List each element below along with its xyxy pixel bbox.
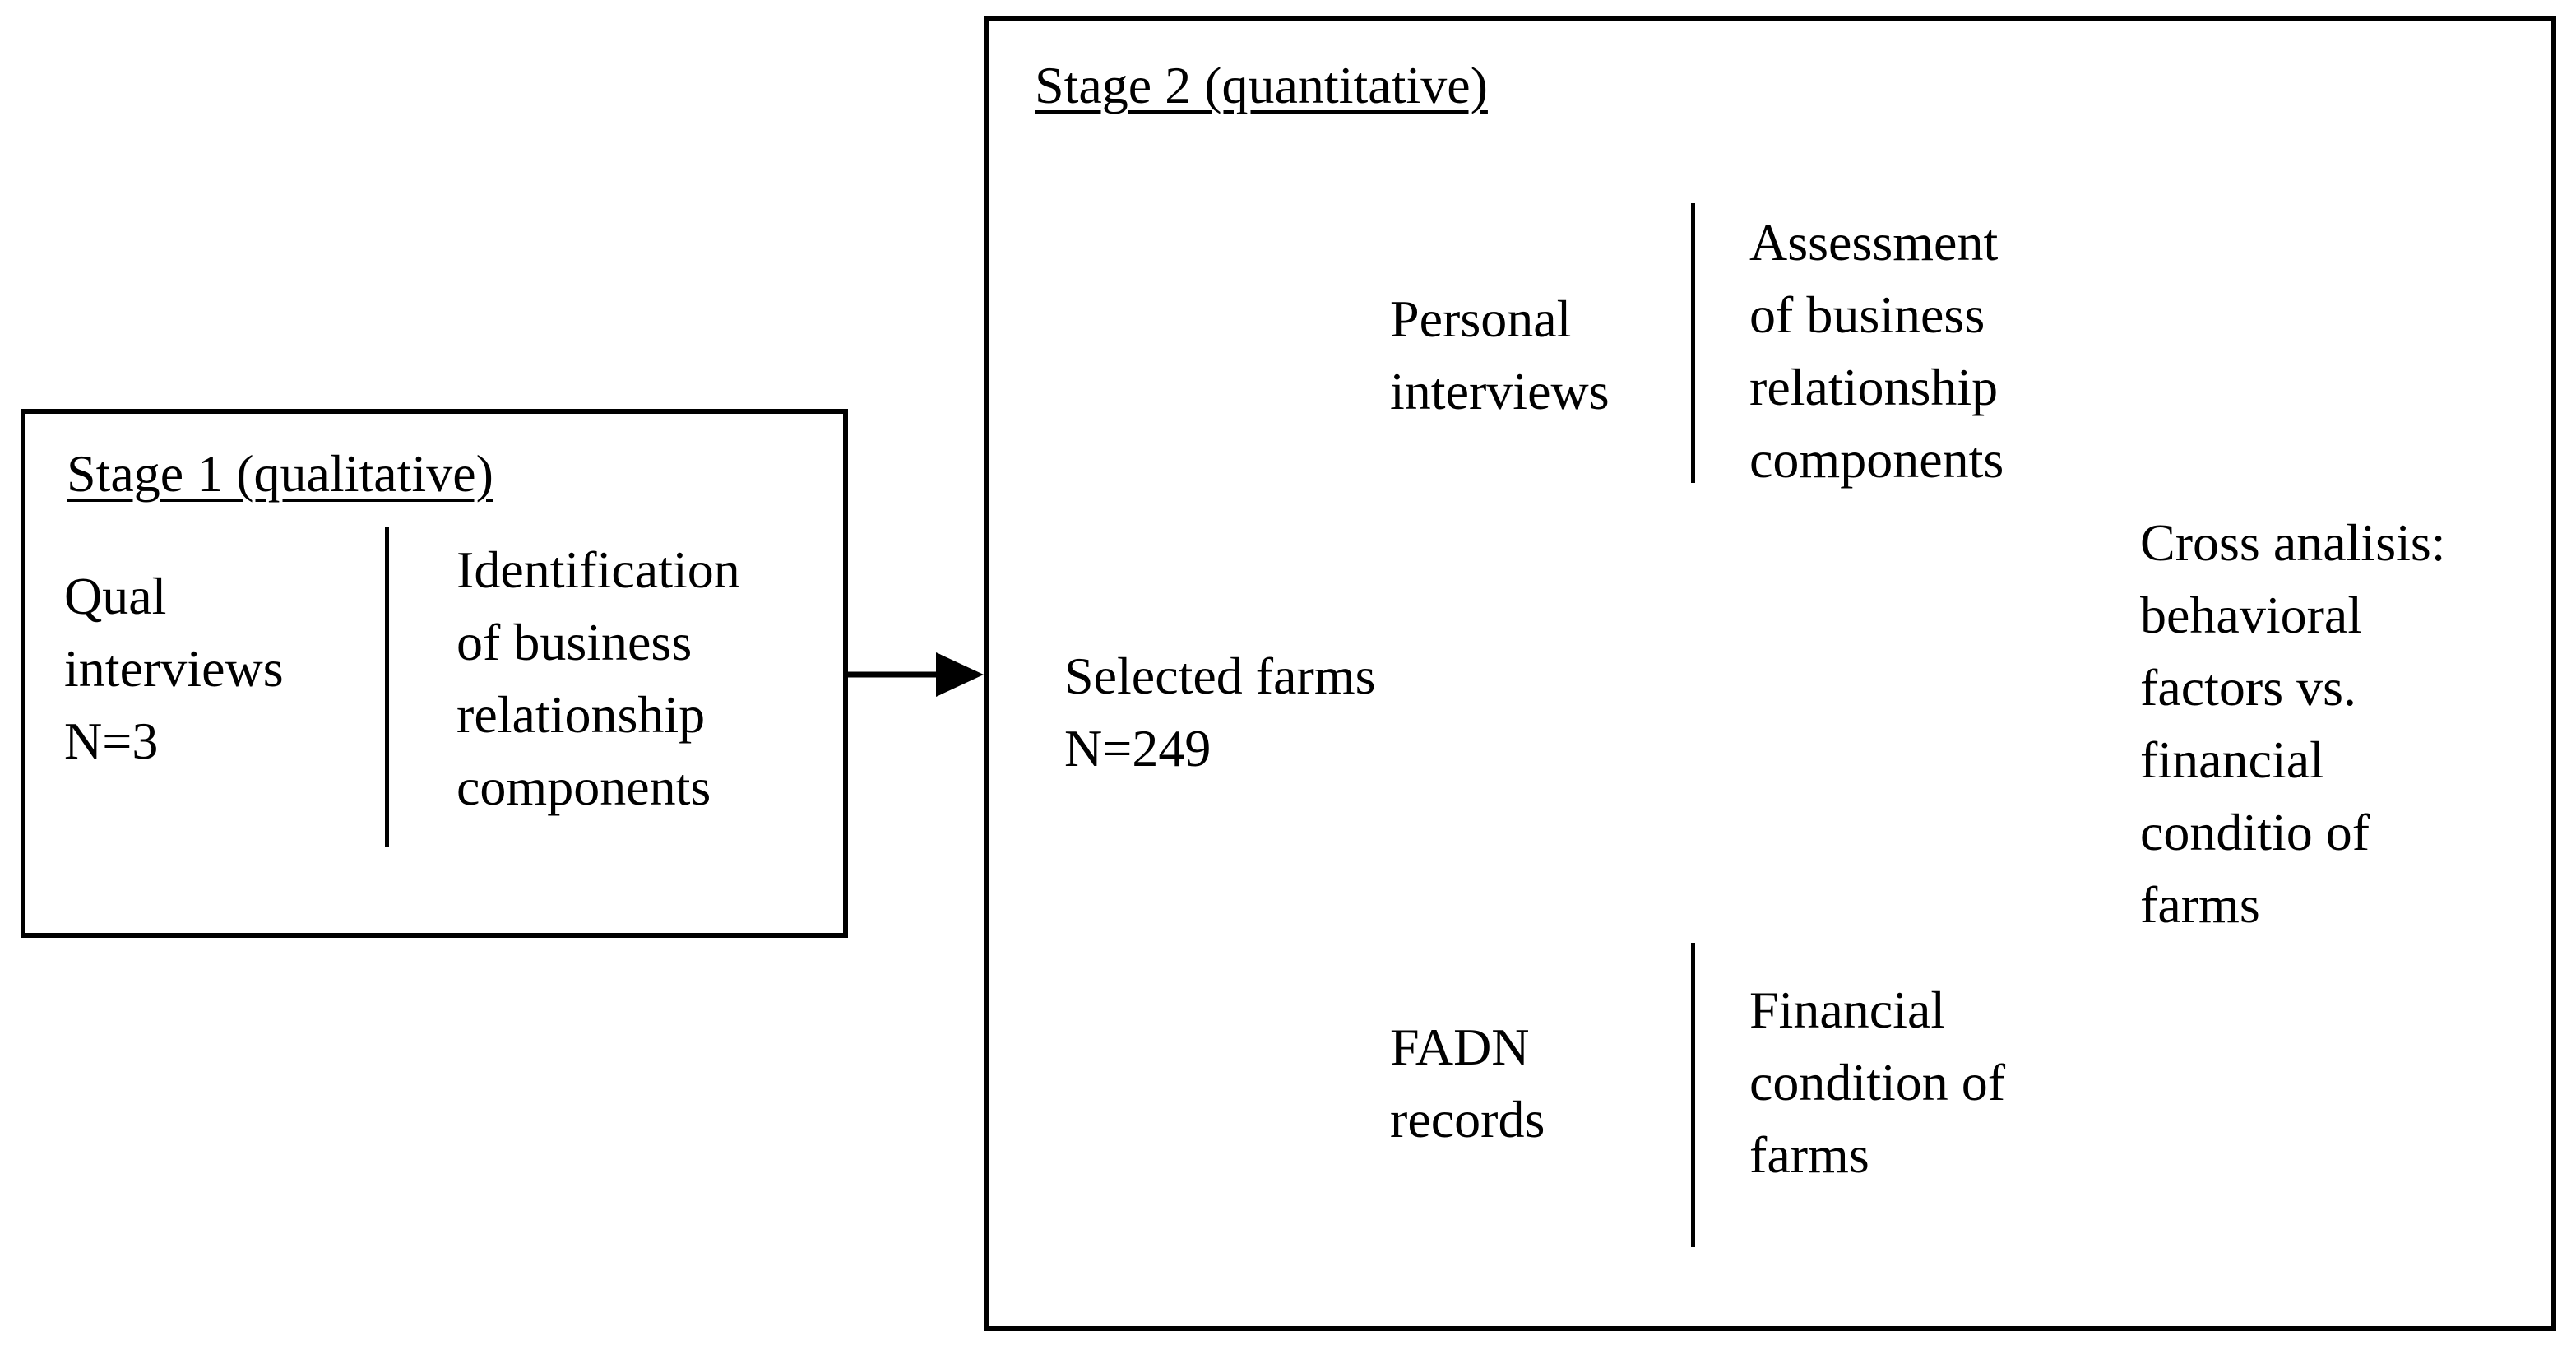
stage1-title: Stage 1 (qualitative): [67, 444, 493, 503]
selected-farms-label: Selected farms N=249: [1064, 647, 1376, 777]
fadn-divider: [1691, 943, 1695, 1247]
qual-interviews-label: Qual interviews N=3: [64, 567, 284, 770]
assessment-label: Assessment of business relationship comp…: [1749, 213, 2004, 489]
financial-condition-label: Financial condition of farms: [1749, 981, 2006, 1184]
identification-label: Identification of business relationship …: [456, 540, 740, 816]
fadn-records-label: FADN records: [1390, 1018, 1545, 1148]
stage1-to-stage2-arrow: [848, 652, 984, 697]
stage1-box: Stage 1 (qualitative) Qual interviews N=…: [21, 409, 848, 938]
stage2-box: Stage 2 (quantitative) Selected farms N=…: [984, 16, 2556, 1331]
personal-interviews-label: Personal interviews: [1390, 290, 1610, 420]
assessment-divider: [1691, 203, 1695, 483]
stage2-title: Stage 2 (quantitative): [1035, 56, 1488, 114]
stage1-divider: [385, 527, 389, 847]
cross-analysis-label: Cross analisis: behavioral factors vs. f…: [2140, 513, 2446, 934]
